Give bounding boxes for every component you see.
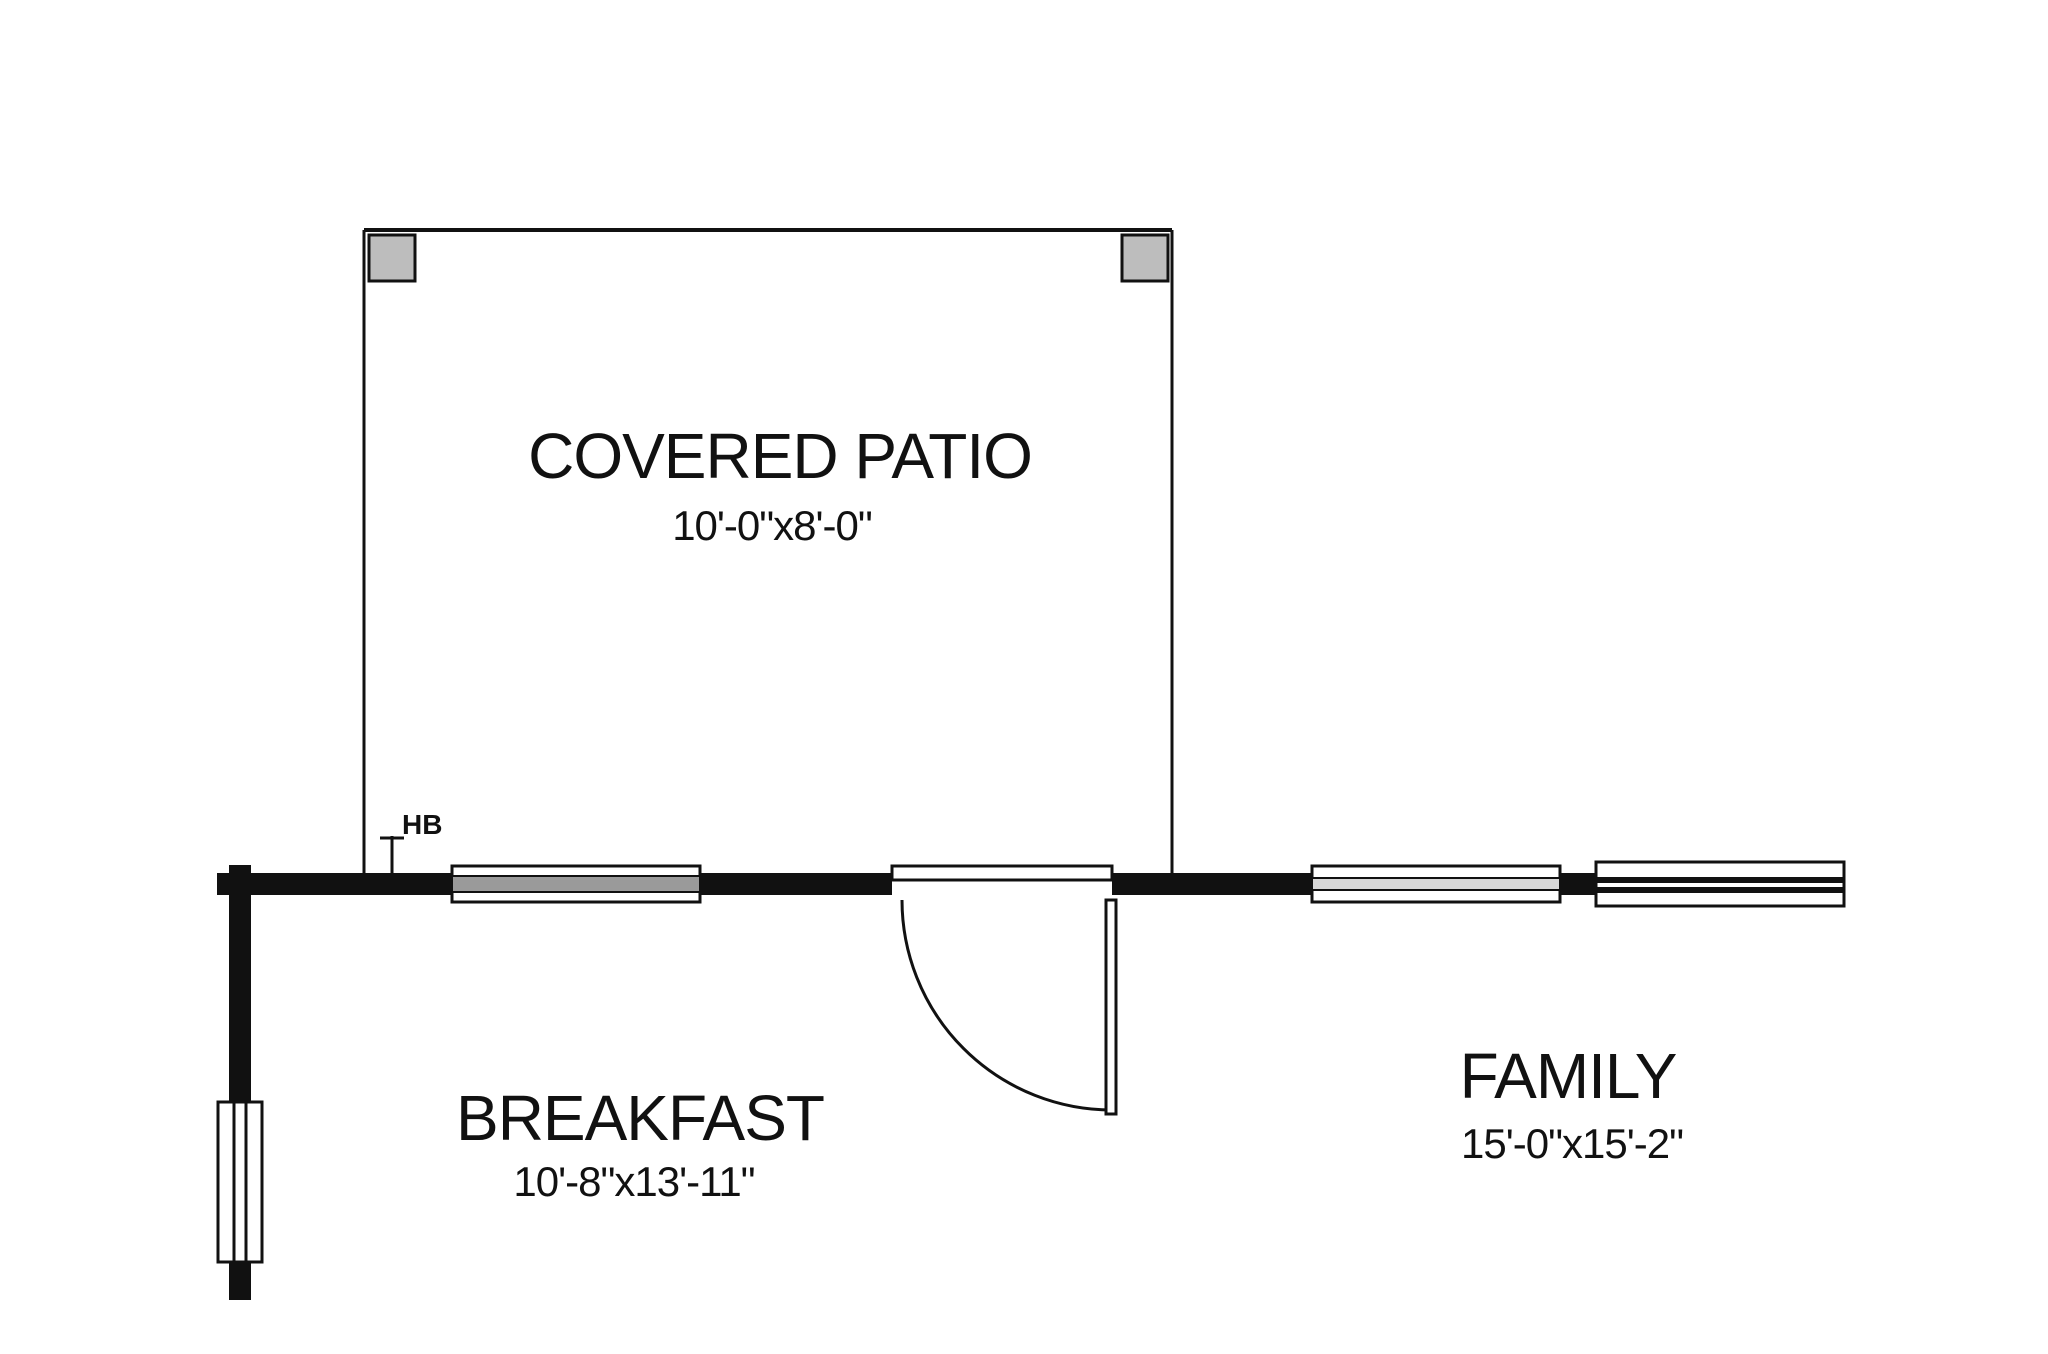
window-breakfast-left bbox=[216, 1100, 264, 1264]
family-dimensions: 15'-0"x15'-2" bbox=[1461, 1120, 1683, 1167]
covered-patio-dimensions: 10'-0"x8'-0" bbox=[672, 502, 872, 549]
window-family bbox=[1310, 864, 1562, 904]
door-leaf bbox=[1104, 898, 1118, 1116]
family-name: FAMILY bbox=[1460, 1040, 1677, 1112]
hose-bib-label: HB bbox=[402, 809, 442, 840]
door-swing-arc bbox=[900, 899, 1113, 1112]
patio-door bbox=[890, 864, 1118, 1116]
door-threshold bbox=[890, 864, 1114, 882]
breakfast-name: BREAKFAST bbox=[456, 1082, 824, 1154]
window-breakfast bbox=[450, 864, 702, 904]
patio-column-left bbox=[367, 233, 417, 283]
covered-patio-name: COVERED PATIO bbox=[528, 420, 1032, 492]
patio-column-right bbox=[1120, 233, 1170, 283]
covered-patio-outline bbox=[362, 228, 1174, 876]
window-family-right bbox=[1594, 860, 1846, 908]
hose-bib-symbol bbox=[380, 836, 404, 874]
breakfast-dimensions: 10'-8"x13'-11" bbox=[513, 1158, 754, 1205]
